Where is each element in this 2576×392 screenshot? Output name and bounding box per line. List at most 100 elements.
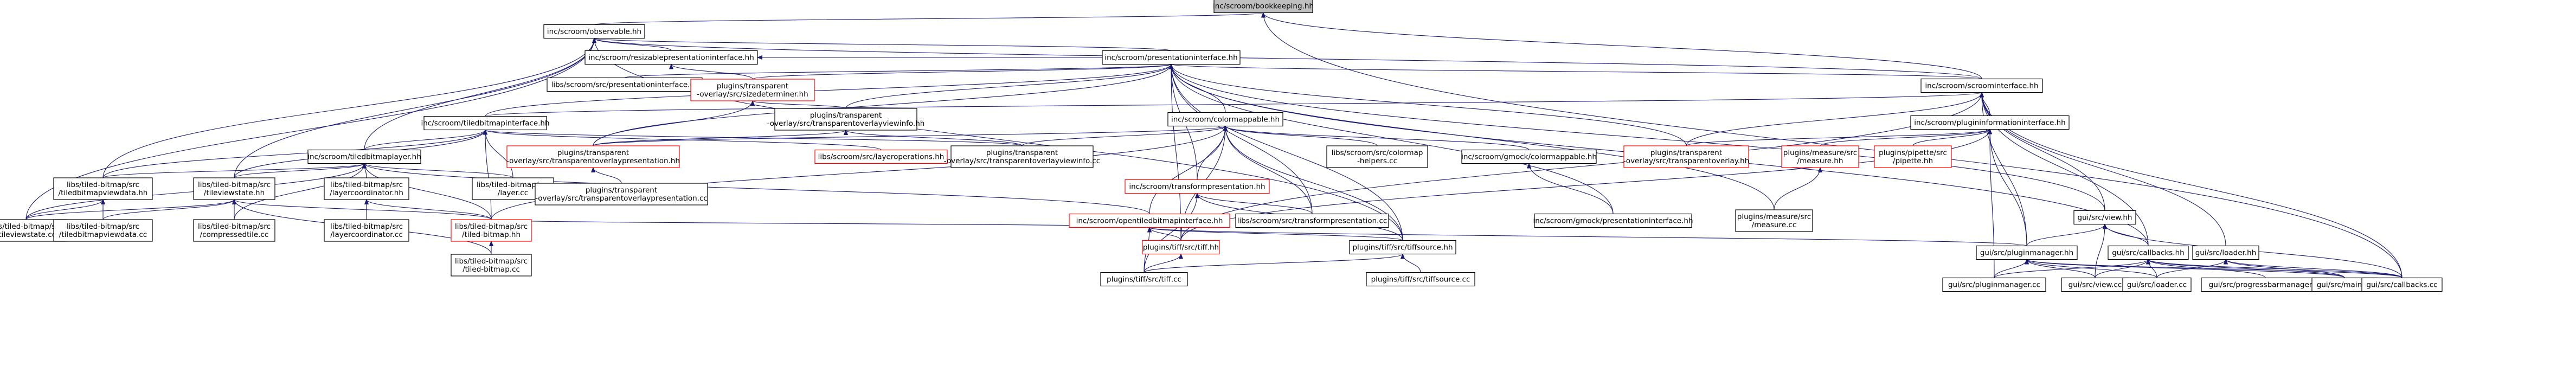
edge-measure-hh-to-plugininformationinterface <box>1820 128 1990 146</box>
file-node-colormappable[interactable]: inc/scroom/colormappable.hh <box>1167 112 1283 127</box>
file-node-tiff-cc[interactable]: plugins/tiff/src/tiff.cc <box>1100 272 1188 287</box>
node-label: gui/src/loader.cc <box>2127 281 2187 290</box>
node-box <box>53 177 153 200</box>
file-nodes: inc/scroom/bookkeeping.hh inc/scroom/obse… <box>0 0 2443 292</box>
node-label: inc/scroom/opentiledbitmapinterface.hh <box>1076 217 1223 226</box>
edge-pluginmanager-hh-to-opentiledbitmapinterface <box>1149 227 2027 246</box>
file-node-presentationinterface[interactable]: inc/scroom/presentationinterface.hh <box>1102 50 1241 65</box>
file-node-plugininformationinterface[interactable]: inc/scroom/plugininformationinterface.hh <box>1910 115 2070 130</box>
file-node-gmock-colormappable[interactable]: inc/scroom/gmock/colormappable.hh <box>1461 149 1597 164</box>
file-node-sizedeterminer[interactable]: plugins/transparent-overlay/src/sizedete… <box>690 79 815 101</box>
file-node-tileviewstate-hh[interactable]: libs/tiled-bitmap/src/tileviewstate.hh <box>193 177 275 200</box>
file-node-progressbarmanager-cc[interactable]: gui/src/progressbarmanager.cc <box>2201 277 2330 292</box>
edge-tiff-cc-to-transformpresentation-hh <box>1144 194 1197 273</box>
file-node-tiledbitmapinterface[interactable]: inc/scroom/tiledbitmapinterface.hh <box>421 115 550 131</box>
file-node-bookkeeping[interactable]: inc/scroom/bookkeeping.hh <box>1213 0 1314 14</box>
node-label: inc/scroom/colormappable.hh <box>1171 115 1280 124</box>
file-node-transparentoverlay-hh[interactable]: plugins/transparent-overlay/src/transpar… <box>1623 145 1750 168</box>
node-box <box>2201 277 2330 292</box>
edge-tiledbitmaplayer-to-observable <box>364 38 594 150</box>
node-box <box>193 219 275 242</box>
file-node-measure-cc[interactable]: plugins/measure/src/measure.cc <box>1735 209 1813 232</box>
file-node-opentiledbitmapinterface[interactable]: inc/scroom/opentiledbitmapinterface.hh <box>1069 213 1230 228</box>
file-node-pipette-hh[interactable]: plugins/pipette/src/pipette.hh <box>1874 145 1952 168</box>
file-node-layercoordinator-hh[interactable]: libs/tiled-bitmap/src/layercoordinator.h… <box>324 177 409 200</box>
node-box <box>2108 245 2189 260</box>
node-label: libs/tiled-bitmap/src <box>198 181 271 189</box>
file-node-overlayviewinfo-hh[interactable]: plugins/transparent-overlay/src/transpar… <box>767 108 925 131</box>
edge-overlayviewinfo-cc-to-tiledbitmapinterface <box>485 129 1023 146</box>
node-label: inc/scroom/bookkeeping.hh <box>1213 2 1314 11</box>
node-label: libs/tiled-bitmap/src <box>198 222 271 231</box>
file-node-scroominterface[interactable]: inc/scroom/scroominterface.hh <box>1920 78 2043 93</box>
edge-main-cc-to-callbacks-hh <box>2148 259 2345 278</box>
file-node-loader-hh[interactable]: gui/src/loader.hh <box>2192 245 2259 260</box>
edge-tiledbitmapviewdata-hh-to-tiledbitmapinterface <box>102 130 485 178</box>
node-label: inc/scroom/tiledbitmapinterface.hh <box>421 119 549 128</box>
node-label: plugins/transparent <box>1650 149 1722 157</box>
node-box <box>53 219 153 242</box>
file-node-pluginmanager-cc[interactable]: gui/src/pluginmanager.cc <box>1942 277 2046 292</box>
file-node-callbacks-hh[interactable]: gui/src/callbacks.hh <box>2108 245 2189 260</box>
file-node-overlayviewinfo-cc[interactable]: plugins/transparent-overlay/src/transpar… <box>944 145 1100 168</box>
node-box <box>506 145 680 168</box>
file-node-tiff-hh[interactable]: plugins/tiff/src/tiff.hh <box>1142 240 1220 255</box>
edge-view-cc-to-callbacks-hh <box>2095 259 2148 278</box>
file-node-observable[interactable]: inc/scroom/observable.hh <box>543 24 645 39</box>
node-box <box>1976 245 2078 260</box>
edge-resizable-to-observable <box>594 37 672 52</box>
file-node-tiffsource-cc[interactable]: plugins/tiff/src/tiffsource.cc <box>1366 272 1475 287</box>
edge-overlayviewinfo-hh-to-presentationinterface <box>845 64 1171 109</box>
file-node-tiledbitmapviewdata-cc[interactable]: libs/tiled-bitmap/src/tiledbitmapviewdat… <box>53 219 153 242</box>
file-node-overlaypresentation-hh[interactable]: plugins/transparent-overlay/src/transpar… <box>506 145 680 168</box>
file-node-tiled-bitmap-cc[interactable]: libs/tiled-bitmap/src/tiled-bitmap.cc <box>451 254 532 277</box>
edge-tileviewstate-hh-to-observable <box>234 38 594 178</box>
edge-tiledbitmapinterface-to-presentationinterface <box>485 64 1171 117</box>
node-label: plugins/tiff/src/tiff.hh <box>1143 243 1219 252</box>
file-node-view-cc[interactable]: gui/src/view.cc <box>2061 277 2129 292</box>
edge-tiled-bitmap-hh-to-layercoordinator-hh <box>367 199 492 220</box>
file-node-transformpresentation-hh[interactable]: inc/scroom/transformpresentation.hh <box>1125 179 1270 194</box>
node-label: libs/tiled-bitmap/src <box>330 181 403 189</box>
file-node-compressedtile-cc[interactable]: libs/tiled-bitmap/src/compressedtile.cc <box>193 219 275 242</box>
file-node-layercoordinator-cc[interactable]: libs/tiled-bitmap/src/layercoordinator.c… <box>324 219 409 242</box>
file-node-tiledbitmaplayer[interactable]: inc/scroom/tiledbitmaplayer.hh <box>307 149 421 164</box>
file-node-tiledbitmapviewdata-hh[interactable]: libs/tiled-bitmap/src/tiledbitmapviewdat… <box>53 177 153 200</box>
file-node-callbacks-cc[interactable]: gui/src/callbacks.cc <box>2361 277 2443 292</box>
node-label: inc/scroom/plugininformationinterface.hh <box>1914 119 2066 127</box>
node-label: inc/scroom/gmock/presentationinterface.h… <box>1533 217 1693 226</box>
node-box <box>307 149 421 164</box>
edge-gmock-presentationinterface-to-presentationinterface <box>1171 65 1614 214</box>
node-label: gui/src/pluginmanager.hh <box>1980 249 2073 258</box>
file-node-transformpresentation-cc[interactable]: libs/scroom/src/transformpresentation.cc <box>1235 213 1389 228</box>
file-node-loader-cc[interactable]: gui/src/loader.cc <box>2122 277 2192 292</box>
file-node-pluginmanager-hh[interactable]: gui/src/pluginmanager.hh <box>1976 245 2078 260</box>
file-node-resizable[interactable]: inc/scroom/resizablepresentationinterfac… <box>584 50 758 65</box>
edge-overlaypresentation-hh-to-overlayviewinfo-hh <box>593 130 846 146</box>
edge-gmock-presentationinterface-to-gmock-colormappable <box>1529 164 1614 214</box>
file-node-tiffsource-hh[interactable]: plugins/tiff/src/tiffsource.hh <box>1349 240 1456 255</box>
node-label: /layercoordinator.cc <box>330 230 403 239</box>
file-node-gmock-presentationinterface[interactable]: inc/scroom/gmock/presentationinterface.h… <box>1533 213 1693 228</box>
node-label: inc/scroom/presentationinterface.hh <box>1104 54 1237 62</box>
node-label: plugins/pipette/src <box>1879 149 1947 157</box>
edge-callbacks-cc-to-bookkeeping <box>1263 13 2402 278</box>
file-node-layeroperations[interactable]: libs/scroom/src/layeroperations.hh <box>814 149 948 164</box>
edge-view-hh-to-presentationinterface <box>1171 65 2105 211</box>
file-node-colormap-helpers[interactable]: libs/scroom/src/colormap-helpers.cc <box>1326 145 1428 168</box>
file-node-measure-hh[interactable]: plugins/measure/src/measure.hh <box>1781 145 1859 168</box>
node-box <box>1100 272 1188 287</box>
node-box <box>1326 145 1428 168</box>
node-box <box>451 219 532 242</box>
edge-opentiledbitmapinterface-to-colormappable <box>1149 126 1225 214</box>
node-label: plugins/transparent <box>586 186 657 195</box>
node-label: inc/scroom/gmock/colormappable.hh <box>1461 153 1597 162</box>
node-box <box>2122 277 2192 292</box>
file-node-presentationinterface-cc[interactable]: libs/scroom/src/presentationinterface.cc <box>547 77 703 92</box>
edge-presentationinterface-cc-to-presentationinterface <box>624 63 1171 79</box>
file-node-overlaypresentation-cc[interactable]: plugins/transparent-overlay/src/transpar… <box>535 183 708 205</box>
node-box <box>547 77 703 92</box>
file-node-view-hh[interactable]: gui/src/view.hh <box>2073 210 2136 225</box>
edge-tiffsource-hh-to-opentiledbitmapinterface <box>1149 227 1403 241</box>
file-node-tiled-bitmap-hh[interactable]: libs/tiled-bitmap/src/tiled-bitmap.hh <box>451 219 532 242</box>
